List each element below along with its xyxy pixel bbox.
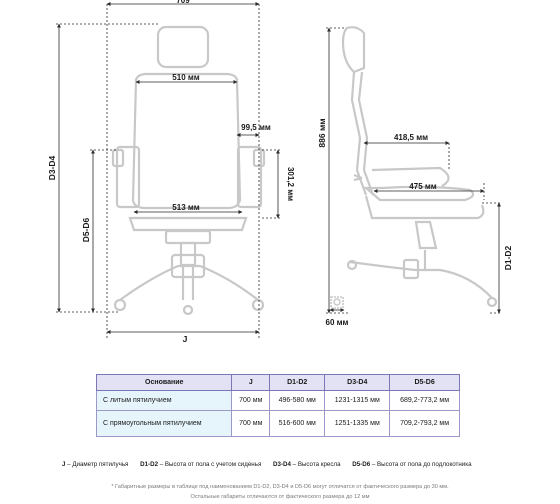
footnote: * Габаритные размеры в таблице под наиме… xyxy=(111,484,449,490)
table-cell: 496-580 мм xyxy=(269,390,326,411)
table-cell: 700 мм xyxy=(231,410,271,437)
castor-icon xyxy=(330,296,344,309)
table-cell: С литым пятилучием xyxy=(95,390,233,411)
header-j: J xyxy=(231,374,271,391)
seat-depth-label: 418,5 мм xyxy=(394,133,428,142)
front-dimension-labels: 709 510 мм 99,5 мм 301,2 мм 513 мм J D3-… xyxy=(47,0,295,344)
height-d3d4-label: D3-D4 xyxy=(47,155,57,180)
spec-table-header: Основание J D1-D2 D3-D4 D5-D6 xyxy=(95,374,460,391)
legend-item: D5-D6 – Высота от пола до подлокотника xyxy=(352,461,472,468)
arm-height-label: 301,2 мм xyxy=(286,167,295,201)
front-chair-outline xyxy=(111,25,266,316)
table-cell: 1251-1335 мм xyxy=(324,410,391,437)
height-d5d6-label: D5-D6 xyxy=(81,217,91,242)
side-dimension-lines xyxy=(326,27,502,314)
header-d1d2: D1-D2 xyxy=(269,374,326,391)
spec-table: Основание J D1-D2 D3-D4 D5-D6 С литым пя… xyxy=(95,374,460,437)
side-dimension-labels: 886 мм 418,5 мм 475 мм D1-D2 60 мм xyxy=(317,118,513,327)
table-cell: 1231-1315 мм xyxy=(324,390,391,411)
table-row: С литым пятилучием 700 мм 496-580 мм 123… xyxy=(95,390,460,411)
side-height-label: 886 мм xyxy=(317,118,327,147)
legend: J – Диаметр пятилучья D1-D2 – Высота от … xyxy=(62,461,512,468)
table-cell: С прямоугольным пятилучием xyxy=(95,410,233,437)
side-chair-outline xyxy=(341,26,498,308)
legend-item: J – Диаметр пятилучья xyxy=(62,461,129,468)
floor-to-seat-label: D1-D2 xyxy=(503,245,513,270)
table-cell: 516-600 мм xyxy=(269,410,326,437)
front-dimension-lines xyxy=(56,2,282,340)
legend-item: D3-D4 – Высота кресла xyxy=(273,461,341,468)
back-width-label: 510 мм xyxy=(172,73,199,82)
arm-offset-label: 99,5 мм xyxy=(241,123,271,132)
footnote: Остальные габариты отличаются от фактиче… xyxy=(190,494,370,500)
legend-item: D1-D2 – Высота от пола с учетом сиденья xyxy=(140,461,262,468)
table-cell: 709,2-793,2 мм xyxy=(389,410,460,437)
chair-dimension-drawing: 709 510 мм 99,5 мм 301,2 мм 513 мм J D3-… xyxy=(47,0,513,344)
table-cell: 700 мм xyxy=(231,390,271,411)
overall-width-label: 709 xyxy=(176,0,190,5)
header-d3d4: D3-D4 xyxy=(324,374,391,391)
header-base: Основание xyxy=(95,374,233,391)
arm-depth-label: 475 мм xyxy=(409,182,436,191)
table-cell: 689,2-773,2 мм xyxy=(389,390,460,411)
base-diameter-label: J xyxy=(183,334,188,344)
seat-width-label: 513 мм xyxy=(172,203,199,212)
castor-size-label: 60 мм xyxy=(326,318,349,327)
table-row: С прямоугольным пятилучием 700 мм 516-60… xyxy=(95,410,460,437)
header-d5d6: D5-D6 xyxy=(389,374,460,391)
